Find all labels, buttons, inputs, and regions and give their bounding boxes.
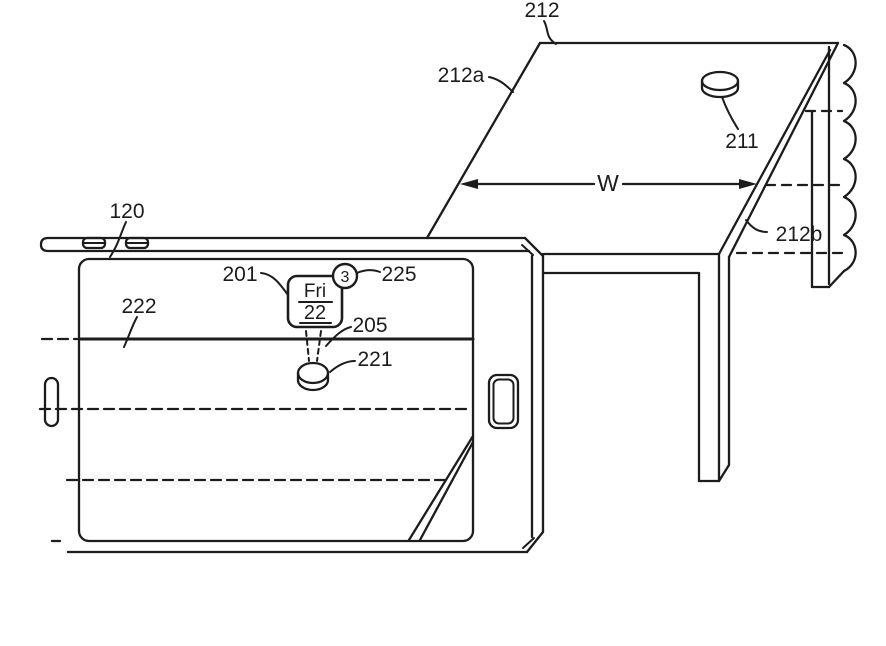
leader-221 [329, 360, 356, 373]
home-button-inner [492, 378, 515, 425]
table-object-disc [700, 70, 740, 99]
width-dimension-label: W [597, 170, 619, 196]
tablet-bottom-right-chamfer-outer [525, 530, 545, 554]
ref-225-label: 225 [381, 263, 416, 286]
home-button-outer [487, 373, 520, 430]
ref-201-label: 201 [222, 263, 257, 286]
side-slot-pill [43, 376, 60, 428]
ref-205-label: 205 [352, 314, 387, 337]
drop-path-dash-left [305, 330, 310, 362]
tablet-top-buttons [81, 236, 150, 250]
table-back-plank [810, 43, 857, 289]
ref-222-label: 222 [121, 295, 156, 318]
table-group: W 212 212a 211 212b [425, 0, 857, 483]
tablet-bottom-right-chamfer-inner [522, 537, 535, 549]
leader-201 [260, 272, 289, 296]
table-top-right-edge-inner [717, 48, 832, 256]
ref-120-label: 120 [109, 200, 144, 223]
home-button [487, 373, 520, 430]
width-dimension: W [460, 170, 757, 196]
leader-205 [325, 326, 352, 347]
badge-circle [331, 262, 359, 290]
screen-corner-diagonal-1 [407, 434, 475, 542]
badge-count-text: 3 [341, 269, 350, 286]
leader-120 [109, 221, 127, 258]
tablet-screen [77, 257, 475, 543]
screen-object-disc [296, 361, 330, 392]
disc-211-side [700, 79, 740, 99]
ref-212b-label: 212b [776, 223, 823, 246]
ref-221-label: 221 [357, 348, 392, 371]
tablet-group: Fri 22 3 120 201 225 205 221 222 [38, 200, 545, 554]
disc-221-top [296, 361, 330, 385]
plank-bottom-slant [827, 269, 846, 289]
leader-212b [745, 219, 768, 233]
leader-222 [123, 316, 138, 348]
drop-path-dash-right [316, 330, 322, 362]
table-front-leg [697, 252, 731, 483]
width-arrow-right [739, 179, 757, 189]
calendar-weekday-text: Fri [304, 281, 326, 302]
table-top-left-edge [425, 41, 542, 240]
leader-225 [356, 269, 381, 274]
leader-211 [721, 96, 739, 130]
ref-212a-label: 212a [438, 64, 485, 87]
leader-212 [543, 20, 557, 45]
calendar-day-text: 22 [304, 302, 326, 324]
width-arrow-left [460, 179, 478, 189]
tablet-top-right-chamfer-inner [521, 244, 534, 256]
leg-bottom-slant [717, 463, 731, 483]
ref-211-label: 211 [725, 130, 758, 153]
tablet-top-strip [39, 236, 531, 253]
disc-211-top [700, 70, 740, 92]
plank-break-wavy-edge [842, 43, 857, 273]
calendar-icon-frame [286, 274, 344, 329]
leader-212a [488, 76, 514, 93]
calendar-icon: Fri 22 3 [286, 262, 359, 329]
ref-212-label: 212 [524, 0, 559, 22]
disc-221-side [296, 371, 330, 392]
tablet-top-right-chamfer-outer [523, 236, 545, 258]
screen-corner-diagonal-2 [418, 440, 475, 542]
